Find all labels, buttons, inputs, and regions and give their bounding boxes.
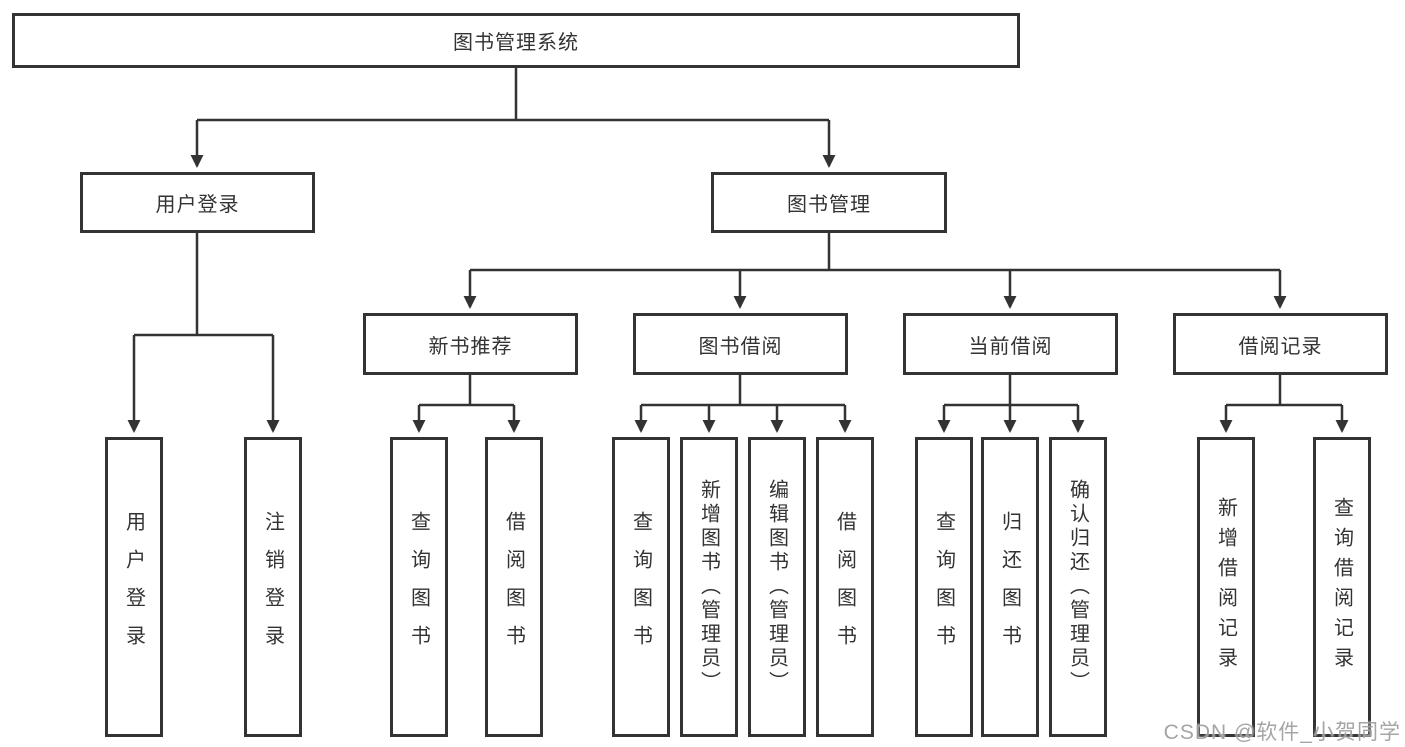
- leaf-br-add-record: 新增借阅记录: [1197, 437, 1255, 737]
- leaf-br-query-record: 查询借阅记录: [1313, 437, 1371, 737]
- node-root-system: 图书管理系统: [12, 13, 1020, 68]
- leaf-logout-login: 注销登录: [244, 437, 302, 737]
- leaf-bb-add-books-admin: 新增图书（管理员）: [680, 437, 738, 737]
- node-book-borrow: 图书借阅: [633, 313, 848, 375]
- csdn-watermark: CSDN @软件_小贺同学: [1163, 721, 1401, 744]
- leaf-nb-query-books: 查询图书: [390, 437, 448, 737]
- leaf-bb-query-books: 查询图书: [612, 437, 670, 737]
- leaf-bb-edit-books-admin: 编辑图书（管理员）: [748, 437, 806, 737]
- node-new-book-recommend: 新书推荐: [363, 313, 578, 375]
- leaf-bb-borrow-books: 借阅图书: [816, 437, 874, 737]
- leaf-user-login: 用户登录: [105, 437, 163, 737]
- node-book-management: 图书管理: [711, 172, 947, 233]
- node-current-borrow: 当前借阅: [903, 313, 1118, 375]
- node-borrow-records: 借阅记录: [1173, 313, 1388, 375]
- leaf-cb-query-books: 查询图书: [915, 437, 973, 737]
- leaf-cb-return-books: 归还图书: [981, 437, 1039, 737]
- node-user-login: 用户登录: [80, 172, 315, 233]
- leaf-nb-borrow-books: 借阅图书: [485, 437, 543, 737]
- leaf-cb-confirm-return-admin: 确认归还（管理员）: [1049, 437, 1107, 737]
